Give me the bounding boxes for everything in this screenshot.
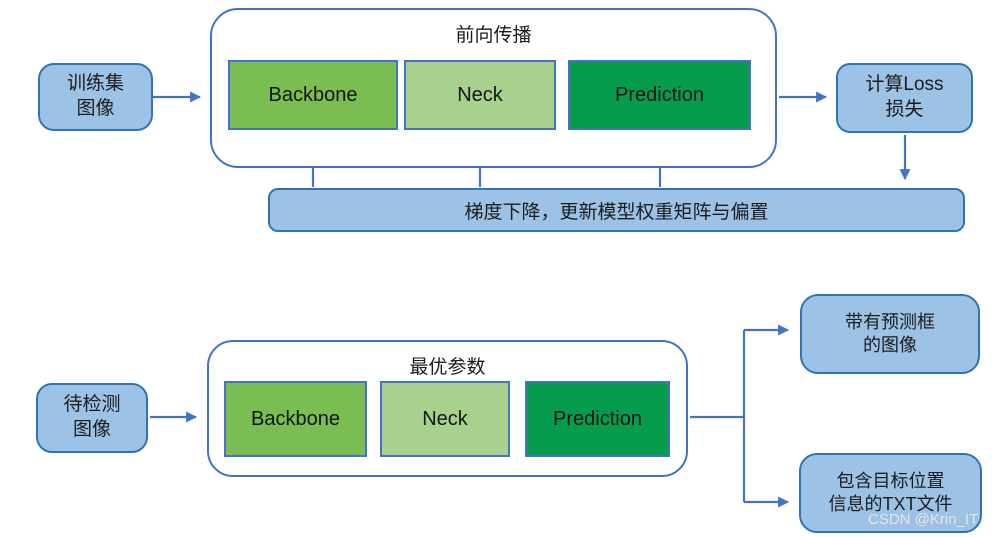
training-input-line2: 图像 bbox=[76, 98, 115, 119]
gradient-descent-bar: 梯度下降，更新模型权重矩阵与偏置 bbox=[268, 188, 965, 232]
training-prediction-block: Prediction bbox=[568, 60, 751, 130]
compute-loss-box: 计算Loss 损失 bbox=[836, 63, 973, 133]
compute-loss-line1: 计算Loss bbox=[865, 74, 944, 96]
output-predicted-image-box: 带有预测框 的图像 bbox=[800, 294, 980, 374]
detect-input-box: 待检测 图像 bbox=[36, 383, 148, 453]
inference-prediction-label: Prediction bbox=[553, 407, 642, 430]
output-predicted-image-line2: 的图像 bbox=[863, 335, 917, 355]
gradient-descent-label: 梯度下降，更新模型权重矩阵与偏置 bbox=[464, 201, 769, 223]
inference-neck-label: Neck bbox=[422, 407, 468, 430]
training-neck-label: Neck bbox=[457, 83, 503, 106]
output-txt-file-line1: 包含目标位置 bbox=[836, 470, 945, 491]
compute-loss-line2: 损失 bbox=[885, 99, 924, 120]
inference-prediction-block: Prediction bbox=[525, 381, 670, 457]
training-backbone-block: Backbone bbox=[228, 60, 398, 130]
output-predicted-image-line1: 带有预测框 bbox=[845, 311, 935, 332]
training-backbone-label: Backbone bbox=[268, 83, 358, 106]
output-txt-file-line2: 信息的TXT文件 bbox=[828, 494, 953, 514]
output-txt-file-box: 包含目标位置 信息的TXT文件 bbox=[799, 453, 982, 533]
inference-neck-block: Neck bbox=[380, 381, 510, 457]
training-input-line1: 训练集 bbox=[66, 73, 124, 95]
training-neck-block: Neck bbox=[404, 60, 556, 130]
detect-input-line2: 图像 bbox=[72, 419, 111, 440]
inference-backbone-label: Backbone bbox=[251, 407, 340, 430]
training-prediction-label: Prediction bbox=[615, 83, 704, 106]
optimal-params-title: 最优参数 bbox=[409, 357, 486, 378]
forward-pass-title: 前向传播 bbox=[455, 25, 532, 46]
inference-backbone-block: Backbone bbox=[224, 381, 367, 457]
training-input-box: 训练集 图像 bbox=[38, 63, 153, 131]
csdn-watermark: CSDN @Krin_IT bbox=[868, 511, 979, 528]
detect-input-line1: 待检测 bbox=[63, 394, 121, 416]
